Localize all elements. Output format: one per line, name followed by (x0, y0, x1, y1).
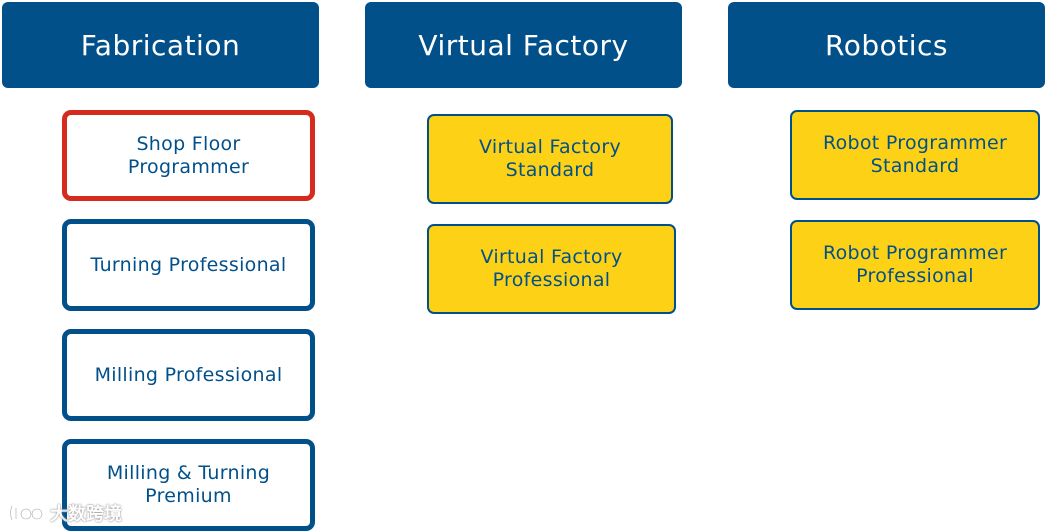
header-robotics: Robotics (728, 2, 1045, 88)
watermark-logo-icon (9, 505, 44, 521)
box-milling-professional-label: Milling Professional (94, 363, 283, 386)
box-robot-programmer-professional[interactable]: Robot Programmer Professional (790, 220, 1040, 310)
box-turning-professional[interactable]: Turning Professional (62, 219, 315, 311)
box-robot-programmer-professional-label: Robot Programmer Professional (822, 242, 1008, 287)
header-virtual-factory: Virtual Factory (365, 2, 682, 88)
box-robot-programmer-standard-label: Robot Programmer Standard (822, 132, 1008, 177)
header-robotics-label: Robotics (825, 28, 948, 62)
header-virtual-factory-label: Virtual Factory (418, 28, 629, 62)
box-shop-floor-programmer-label: Shop Floor Programmer (127, 132, 250, 178)
watermark: 大数跨境 (8, 500, 122, 526)
header-fabrication: Fabrication (2, 2, 319, 88)
box-milling-professional[interactable]: Milling Professional (62, 329, 315, 421)
box-milling-turning-premium-label: Milling & Turning Premium (106, 462, 271, 507)
box-virtual-factory-standard-label: Virtual Factory Standard (478, 136, 622, 181)
box-robot-programmer-standard[interactable]: Robot Programmer Standard (790, 110, 1040, 200)
watermark-text: 大数跨境 (50, 504, 122, 525)
box-milling-turning-premium[interactable]: Milling & Turning Premium (62, 439, 315, 531)
box-turning-professional-label: Turning Professional (90, 253, 287, 276)
box-virtual-factory-professional[interactable]: Virtual Factory Professional (427, 224, 676, 314)
box-virtual-factory-standard[interactable]: Virtual Factory Standard (427, 114, 673, 204)
box-virtual-factory-professional-label: Virtual Factory Professional (480, 246, 623, 291)
header-fabrication-label: Fabrication (80, 28, 241, 62)
box-shop-floor-programmer[interactable]: Shop Floor Programmer (62, 110, 315, 201)
